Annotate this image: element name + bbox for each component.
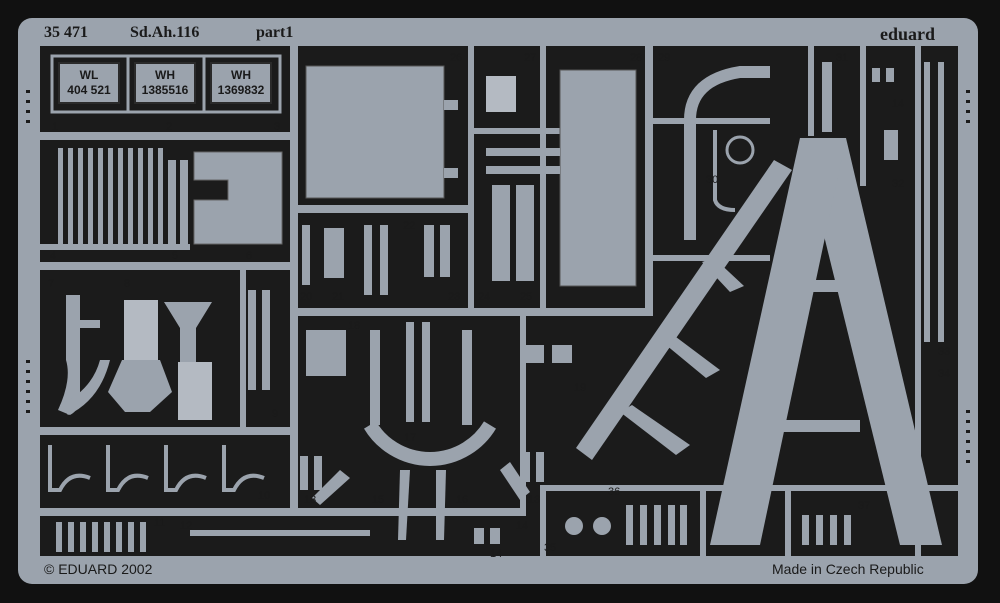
part-number: 5 — [172, 250, 179, 262]
part-number: 16 — [456, 494, 469, 506]
part-number: 4 — [50, 250, 57, 262]
plate-prefix: WH — [155, 68, 175, 82]
plate-prefix: WL — [79, 68, 99, 82]
plate-number: 1369832 — [217, 83, 265, 97]
part-number: 3 — [274, 121, 281, 133]
part-number: 15 — [372, 494, 385, 506]
plate-part-2: WH 1385516 — [134, 62, 196, 104]
part-number: 14 — [516, 520, 529, 532]
copyright-text: © EDUARD 2002 — [44, 561, 153, 577]
plate-number: 1385516 — [141, 83, 189, 97]
part-number: 37 — [858, 500, 871, 512]
part-number: 11 — [154, 517, 166, 529]
a-frame-part — [576, 138, 942, 545]
plate-number: 404 521 — [67, 83, 111, 97]
part-number: 24 — [478, 291, 491, 303]
part-number: 20 — [300, 291, 313, 303]
part-number: 6 — [246, 250, 253, 262]
part-number: 28 — [630, 52, 643, 64]
part-number: 14 — [490, 548, 503, 560]
part-number: 31 — [836, 52, 849, 64]
part-number: 23 — [448, 291, 461, 303]
part-number: 12 — [180, 520, 193, 532]
part-number: 9 — [272, 408, 279, 420]
part-number: 13 — [304, 494, 317, 506]
part-number: 25 — [520, 291, 533, 303]
part-number: 36 — [608, 486, 621, 498]
part-number: 2 — [166, 121, 173, 133]
part-number: 17 — [404, 432, 417, 444]
plate-part-1: WL 404 521 — [58, 62, 120, 104]
plate-part-3: WH 1369832 — [210, 62, 272, 104]
part-number: 13 — [528, 494, 541, 506]
part-number: 32 — [892, 178, 905, 190]
part-label: part1 — [256, 24, 294, 41]
part-number: 30 — [706, 174, 719, 186]
part-number: 7 — [48, 278, 55, 290]
part-number: 14 — [892, 98, 905, 110]
plate-prefix: WH — [231, 68, 251, 82]
part-number: 26 — [450, 52, 463, 64]
brand-logo: eduard — [880, 24, 936, 44]
set-title: Sd.Ah.116 — [130, 24, 200, 41]
part-number: 19 — [574, 382, 587, 394]
part-number: 18 — [348, 320, 361, 332]
part-number: 27 — [524, 52, 537, 64]
part-number: 21 — [332, 291, 345, 303]
part-number: 22 — [403, 220, 416, 232]
part-number: 29 — [658, 52, 671, 64]
part-number: 1 — [52, 121, 59, 133]
part-number: 33 — [938, 346, 951, 358]
origin-text: Made in Czech Republic — [772, 561, 924, 577]
fret-inner — [40, 46, 958, 556]
catalog-number: 35 471 — [44, 24, 88, 41]
part-number: 35 — [544, 542, 557, 554]
part-number: 8 — [124, 278, 131, 290]
part-number: 34 — [938, 368, 951, 380]
part-number: 10 — [258, 490, 271, 502]
